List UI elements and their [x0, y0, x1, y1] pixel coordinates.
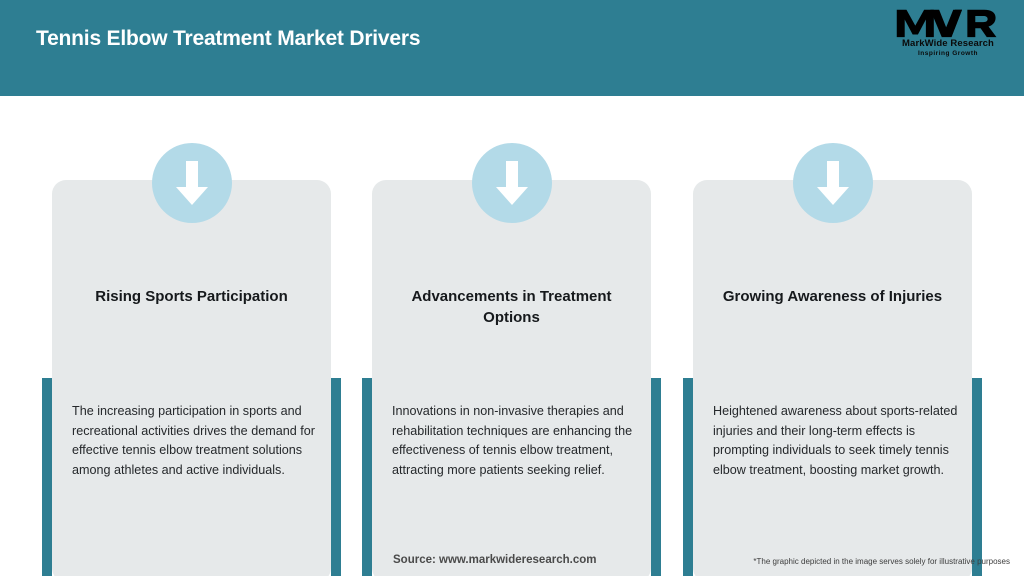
driver-card-1[interactable]: Rising Sports Participation The increasi…: [42, 143, 341, 576]
logo-tagline: Inspiring Growth: [918, 49, 978, 57]
driver-card-3[interactable]: Growing Awareness of Injuries Heightened…: [683, 143, 982, 576]
driver-card-2[interactable]: Advancements in Treatment Options Innova…: [362, 143, 661, 576]
page-title: Tennis Elbow Treatment Market Drivers: [36, 27, 421, 50]
drivers-card-row: Rising Sports Participation The increasi…: [0, 96, 1024, 576]
card-body-text: Innovations in non-invasive therapies an…: [392, 404, 633, 477]
card-panel: Rising Sports Participation The increasi…: [52, 180, 331, 576]
card-bracket-accent: [683, 378, 982, 576]
card-bracket-accent: [362, 378, 661, 576]
card-panel: Advancements in Treatment Options Innova…: [372, 180, 651, 576]
card-body-text: Heightened awareness about sports-relate…: [713, 404, 958, 477]
card-title: Advancements in Treatment Options: [411, 288, 612, 327]
page-header: Tennis Elbow Treatment Market Drivers Ma…: [0, 0, 1024, 96]
disclaimer-note: *The graphic depicted in the image serve…: [753, 557, 1010, 566]
card-title: Rising Sports Participation: [95, 288, 288, 305]
arrow-down-icon: [792, 143, 873, 223]
arrow-down-glyph: [816, 161, 849, 205]
card-body-text: The increasing participation in sports a…: [72, 404, 315, 477]
mwr-logo-icon: [896, 9, 997, 38]
arrow-down-icon: [471, 143, 552, 223]
arrow-down-icon: [151, 143, 232, 223]
brand-logo: MarkWide Research Inspiring Growth: [890, 8, 1006, 64]
card-panel: Growing Awareness of Injuries Heightened…: [693, 180, 972, 576]
logo-company-name: MarkWide Research: [902, 38, 994, 49]
card-title: Growing Awareness of Injuries: [722, 288, 943, 305]
card-bracket-accent: [42, 378, 341, 576]
arrow-down-glyph: [175, 161, 208, 205]
arrow-down-glyph: [495, 161, 528, 205]
source-label: Source: www.markwideresearch.com: [393, 554, 597, 566]
